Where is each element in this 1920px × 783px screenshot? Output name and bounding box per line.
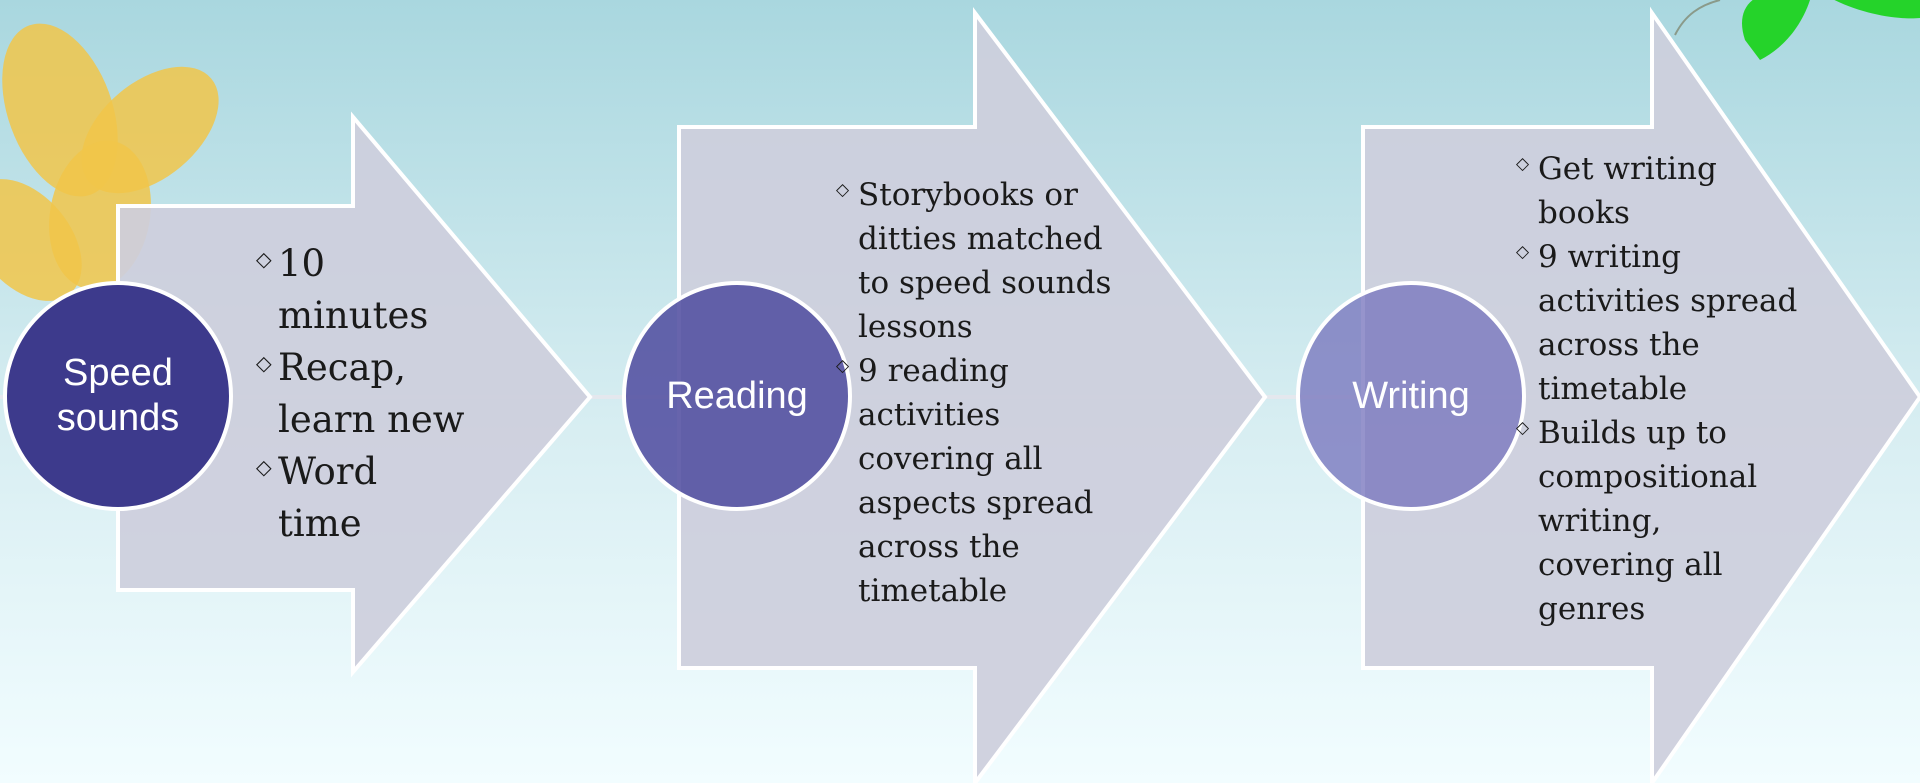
- diamond-bullet-icon: ◇: [256, 247, 272, 271]
- bullet-item: ◇ Storybooks or ditties matched to speed so…: [832, 173, 1132, 349]
- flower-decoration: [0, 23, 219, 301]
- bullet-line: across the: [1538, 327, 1700, 363]
- bullet-item: ◇ Get writing books: [1512, 147, 1812, 235]
- bullet-line: Storybooks or: [858, 177, 1078, 213]
- leaf-shape: [1834, 0, 1920, 19]
- reading-bullet-list: ◇ Storybooks or ditties matched to speed so…: [832, 173, 1132, 613]
- bullet-line: genres: [1538, 591, 1646, 627]
- bullet-item: ◇10 minutes: [252, 238, 482, 342]
- step-circle-speed-sounds: Speed sounds: [3, 281, 233, 511]
- bullet-item: ◇Word time: [252, 446, 482, 550]
- arrow-shape: [677, 7, 1268, 783]
- step-title-line: Speed: [63, 352, 173, 395]
- bullet-line: aspects spread: [858, 485, 1094, 521]
- bullet-line: books: [1538, 195, 1630, 231]
- bullet-line: across the: [858, 529, 1020, 565]
- bullet-line: lessons: [858, 309, 973, 345]
- bullet-line: Recap,: [278, 346, 406, 389]
- bullet-line: ditties matched: [858, 221, 1103, 257]
- bullet-line: minutes: [278, 294, 429, 337]
- bullet-line: to speed sounds: [858, 265, 1112, 301]
- diamond-bullet-icon: ◇: [836, 356, 850, 376]
- leaf-shape: [1742, 0, 1810, 60]
- diamond-bullet-icon: ◇: [256, 455, 272, 479]
- bullet-line: compositional: [1538, 459, 1758, 495]
- bullet-line: time: [278, 502, 362, 545]
- step-title-line: Writing: [1352, 374, 1470, 417]
- bullet-item: ◇Recap, learn new: [252, 342, 482, 446]
- step-circle-writing: Writing: [1296, 281, 1526, 511]
- flower-petal: [0, 179, 82, 301]
- arrow-shape: [1361, 6, 1920, 783]
- bullet-line: Get writing: [1538, 151, 1717, 187]
- bullet-line: 10: [278, 242, 326, 285]
- bullet-line: activities spread: [1538, 283, 1798, 319]
- diamond-bullet-icon: ◇: [1516, 242, 1530, 262]
- bullet-line: timetable: [858, 573, 1008, 609]
- diamond-bullet-icon: ◇: [1516, 418, 1530, 438]
- bullet-line: Builds up to: [1538, 415, 1727, 451]
- bullet-item: ◇ 9 writing activities spread across the tim…: [1512, 235, 1812, 411]
- leaf-decoration: [1742, 0, 1920, 60]
- step-circle-reading: Reading: [622, 281, 852, 511]
- bullet-line: timetable: [1538, 371, 1688, 407]
- bullet-item: ◇ Builds up to compositional writing, coveri…: [1512, 411, 1812, 631]
- bullet-line: covering all: [1538, 547, 1723, 583]
- bullet-line: 9 reading: [858, 353, 1009, 389]
- bullet-item: ◇ 9 reading activities covering all aspects …: [832, 349, 1132, 613]
- bullet-line: activities: [858, 397, 1001, 433]
- step-title-line: sounds: [56, 397, 180, 439]
- diamond-bullet-icon: ◇: [1516, 154, 1530, 174]
- diamond-bullet-icon: ◇: [836, 180, 850, 200]
- arrow-shape: [116, 111, 593, 678]
- bullet-line: writing,: [1538, 503, 1662, 539]
- leaf-stem: [1674, 0, 1721, 36]
- bullet-line: covering all: [858, 441, 1043, 477]
- diamond-bullet-icon: ◇: [256, 351, 272, 375]
- writing-bullet-list: ◇ Get writing books ◇ 9 writing activities sp…: [1512, 147, 1812, 631]
- bullet-line: learn new: [278, 398, 465, 441]
- step-title-line: Reading: [666, 374, 808, 417]
- bullet-line: Word: [278, 450, 378, 493]
- bullet-line: 9 writing: [1538, 239, 1682, 275]
